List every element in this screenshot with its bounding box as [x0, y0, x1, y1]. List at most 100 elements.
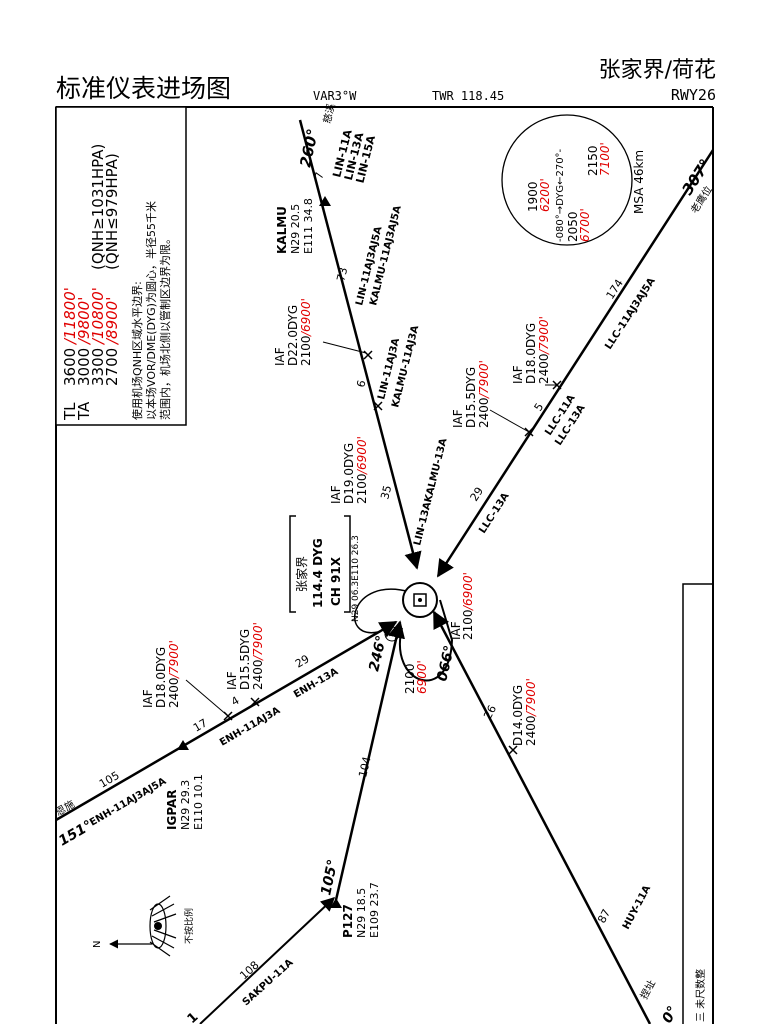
iaf-d22-dist: D22.0DYG [286, 305, 300, 366]
northeast-dist-final: 29 [468, 485, 487, 504]
north-bearing: 260° [296, 127, 322, 169]
route-southeast-line [432, 610, 652, 1024]
msa-bottom-alt: 2050 [566, 211, 580, 242]
iaf-d18-ne-alt-red: /7900' [537, 316, 551, 355]
p127-fix: P127 N29 18.5 E109 23.7 [341, 882, 381, 938]
p127-fix-triangle [330, 898, 342, 908]
route-southwest-lower-line [199, 897, 336, 1024]
tl-value-red: /11800' [61, 287, 79, 346]
southeast-fix-dist: D14.0DYG [511, 685, 525, 746]
navaid-name: 张家界 [294, 556, 309, 592]
iaf-d18-west-label: IAF [141, 689, 155, 708]
holding-iaf-alt-red: /6900' [461, 572, 475, 611]
west-dist-4: 4 [229, 694, 242, 709]
iaf-d18-west-dist: D18.0DYG [154, 647, 168, 708]
iaf-d15-west-dist: D15.5DYG [238, 629, 252, 690]
ta-label: TA [75, 401, 93, 421]
holding-number: 1 [388, 631, 399, 637]
west-dist-final: 29 [293, 652, 312, 670]
iaf-d15-ne-alt: 2400 [477, 397, 491, 428]
igpar-lon: E110 10.1 [192, 774, 205, 830]
msa-left-alt-red: 6200' [538, 178, 552, 212]
navaid-box: 张家界 114.4 DYG CH 91X N29 06.3E110 26.3 [289, 515, 361, 622]
tl-label: TL [61, 402, 79, 421]
west-leg-label-3: ENH-13A [292, 666, 340, 700]
holding-altitude: 2100 6900' [403, 660, 429, 694]
iaf-d15-ne-alt-red: /7900' [477, 360, 491, 399]
iaf-d19-alt: 2100 [355, 473, 369, 504]
runway-designator: RWY26 [670, 86, 716, 104]
navaid-coordinates: N29 06.3E110 26.3 [351, 535, 361, 622]
igpar-name: IGPAR [165, 789, 179, 830]
kalmu-fix-triangle [319, 196, 331, 206]
west-dist-17: 17 [191, 716, 210, 734]
north-dist-iaf: 6 [354, 379, 368, 389]
iaf-d18-ne-label: IAF [511, 365, 525, 384]
caac-emblem-icon [149, 895, 177, 957]
airport-name: 张家界/荷花 [598, 58, 716, 83]
southeast-fix-alt-red: /7900' [524, 678, 538, 717]
iaf-d22-alt: 2100 [299, 335, 313, 366]
southeast-d14-fix: D14.0DYG 2400 /7900' [511, 678, 538, 746]
msa-label: MSA 46km [632, 150, 646, 214]
p127-lat: N29 18.5 [355, 888, 368, 938]
iaf-d18-west-leader [185, 679, 229, 717]
iaf-d22-fix [363, 350, 373, 360]
msa-bearings: -080°→DYG←270°- [555, 148, 566, 242]
msa-bottom-alt-red: 6700' [578, 208, 592, 242]
north-dist-final: 35 [378, 484, 394, 501]
southeast-bearing-fragment: 0° [659, 1004, 681, 1024]
route-northeast-line [436, 149, 715, 578]
navaid-box-brackets [289, 515, 351, 613]
kalmu-lon: E111 34.8 [302, 198, 315, 254]
iaf-d15-west-alt-red: /7900' [251, 622, 265, 661]
tl-value: 3600 [61, 348, 79, 386]
igpar-lat: N29 29.3 [179, 780, 192, 830]
iaf-d15-ne-label: IAF [451, 409, 465, 428]
iaf-d19-dist: D19.0DYG [342, 443, 356, 504]
iaf-d15-west-fix [250, 697, 260, 707]
iaf-d22-alt-red: /6900' [299, 298, 313, 337]
vor-dme-icon [413, 593, 427, 607]
tower-frequency: TWR 118.45 [432, 89, 505, 103]
msa-right-alt: 2150 [586, 145, 600, 176]
notes-line-1: 使用机场QNH区域水平边界: [130, 281, 144, 420]
notes-block: TL TA 3600 /11800' 3000 /9800' 3300 /108… [61, 144, 172, 421]
d14-southeast-fix [508, 745, 518, 755]
alt-row4-value: 2700 [103, 348, 121, 386]
iaf-d15-west: IAF D15.5DYG 2400 /7900' [225, 622, 265, 690]
alt-row3-condition: (QNH≥1031HPA) [89, 144, 107, 270]
chart-title: 标准仪表进场图 [56, 74, 232, 103]
iaf-d18-ne-dist: D18.0DYG [524, 323, 538, 384]
scale-note: 不按比例 [183, 908, 195, 944]
iaf-d19-alt-red: /6900' [355, 436, 369, 475]
southeast-alias: 捏址 [637, 978, 658, 1002]
route-north-line [298, 119, 422, 570]
iaf-d15-ne: IAF D15.5DYG 2400 /7900' [451, 360, 491, 428]
iaf-d18-west-alt: 2400 [167, 677, 181, 708]
p127-lon: E109 23.7 [368, 882, 381, 938]
ta-value-red: /9800' [75, 297, 93, 346]
notes-line-2: 以本场VOR/DME(DYG)为圆心，半径55千米 [144, 201, 158, 420]
holding-outbound-course: 066° [434, 644, 458, 683]
msa-left-alt: 1900 [526, 181, 540, 212]
holding-inbound-course: 246° [366, 634, 390, 673]
west-leg-label-2: ENH-11AJ3A [218, 705, 282, 749]
holding-iaf: IAF 2100 /6900' [449, 572, 475, 640]
alt-row4-condition: (QNH≤979HPA) [103, 153, 121, 270]
iaf-d15-west-alt: 2400 [251, 659, 265, 690]
iaf-d18-west-alt-red: /7900' [167, 640, 181, 679]
iaf-d22-leader [322, 341, 367, 354]
route-west-line [55, 620, 398, 822]
magnetic-variation: VAR3°W [313, 89, 357, 103]
igpar-fix-triangle [177, 740, 189, 750]
msa-right-alt-red: 7100' [598, 142, 612, 176]
ta-value: 3000 [75, 348, 93, 386]
southeast-dist-final: 26 [481, 703, 499, 721]
iaf-d22: IAF D22.0DYG 2100 /6900' [273, 298, 313, 366]
kalmu-lat: N29 20.5 [289, 204, 302, 254]
alt-row4-red: /8900' [103, 297, 121, 346]
iaf-d19-north-fix [373, 401, 383, 411]
navaid-channel: CH 91X [329, 556, 343, 606]
msa-circle [501, 114, 633, 246]
